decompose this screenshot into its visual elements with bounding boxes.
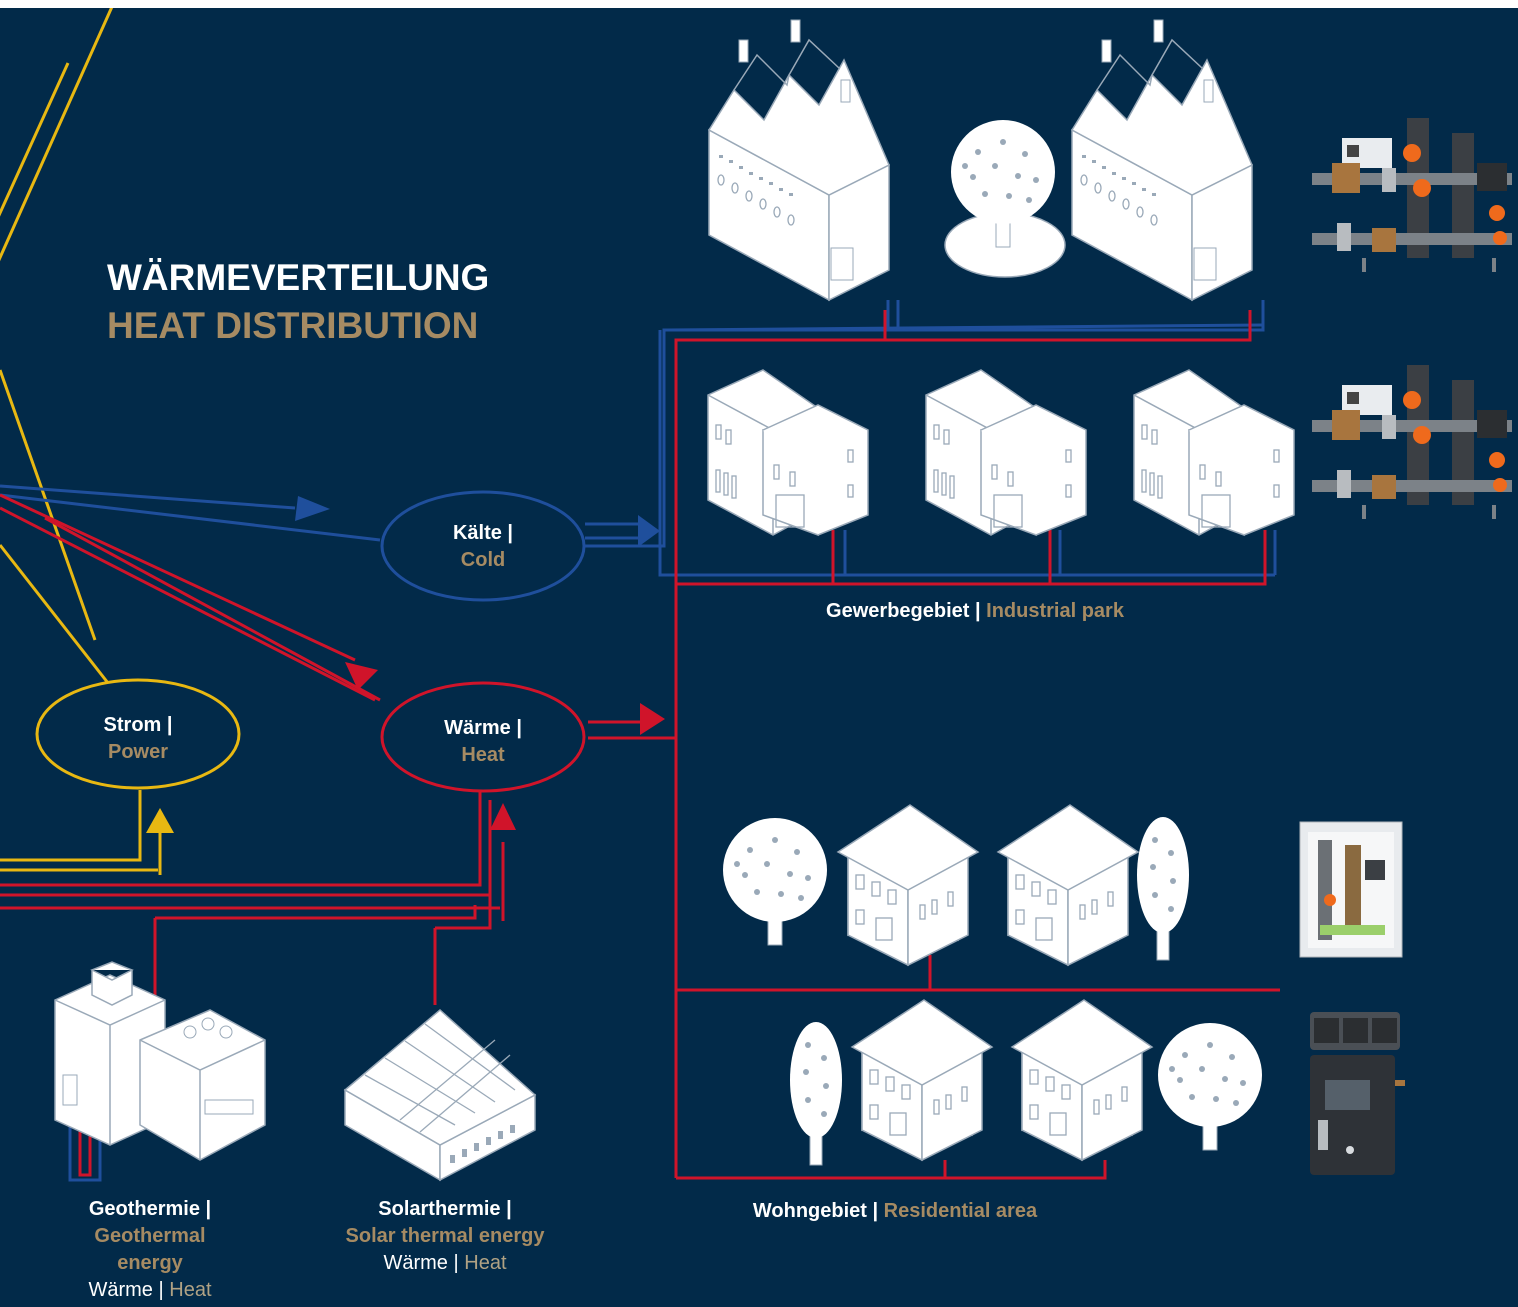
heat-arrow-out [640, 703, 665, 735]
heat-label-en: Heat [461, 744, 505, 766]
tree-icon [722, 817, 828, 946]
factory-icon [1071, 19, 1253, 301]
townhouse-icon [707, 369, 869, 536]
power-arrow [146, 808, 174, 833]
power-lines [0, 8, 162, 875]
solar-sub-de: Wärme | [383, 1252, 459, 1274]
tree-icon [1136, 816, 1190, 961]
cold-node-ellipse [380, 490, 586, 602]
house-icon [837, 804, 979, 966]
geothermal-label-en-1: Geothermal [94, 1225, 206, 1247]
diagram-canvas: WÄRMEVERTEILUNG HEAT DISTRIBUTION Kälte … [0, 8, 1518, 1307]
tree-icon [1157, 1022, 1263, 1151]
townhouse-icon [925, 369, 1087, 536]
residential-label-en: Residential area [883, 1200, 1038, 1222]
power-label-de: Strom | [103, 714, 173, 736]
solar-plant-icon [343, 1009, 537, 1182]
heat-node-ellipse [380, 681, 586, 793]
solar-label-de: Solarthermie | [378, 1198, 512, 1220]
heat-arrow-up [490, 803, 516, 830]
tree-icon [789, 1021, 843, 1166]
house-icon [851, 999, 993, 1161]
industrial-label-en: Industrial park [986, 600, 1124, 622]
heat-node-label: Wärme | Heat [423, 715, 543, 769]
factory-icon [708, 19, 890, 301]
geothermal-sub-en: Heat [169, 1279, 212, 1301]
geothermal-label-de: Geothermie | [88, 1198, 212, 1220]
heat-label-de: Wärme | [444, 717, 522, 739]
title-en: HEAT DISTRIBUTION [107, 305, 479, 346]
cold-arrow-out [638, 515, 660, 547]
title-de: WÄRMEVERTEILUNG [107, 257, 490, 298]
power-node-ellipse [35, 678, 241, 790]
heat-cabinet-icon [1299, 821, 1403, 958]
cold-arrow-in [295, 496, 330, 521]
residential-area-label: Wohngebiet | Residential area [700, 1198, 1090, 1225]
tree-icon [944, 119, 1066, 278]
townhouse-icon [1133, 369, 1295, 536]
cold-node-label: Kälte | Cold [423, 520, 543, 574]
heat-arrow-in [345, 662, 378, 690]
power-label-en: Power [107, 741, 169, 763]
network-diagram [0, 8, 1512, 1182]
geothermal-sub-de: Wärme | [88, 1279, 164, 1301]
house-icon [997, 804, 1139, 966]
residential-label-de: Wohngebiet | [752, 1200, 879, 1222]
industrial-label-de: Gewerbegebiet | [826, 600, 981, 622]
geothermal-label: Geothermie | Geothermal energy Wärme | H… [60, 1196, 240, 1304]
house-icon [1011, 999, 1153, 1161]
power-node-label: Strom | Power [78, 712, 198, 766]
solar-label: Solarthermie | Solar thermal energy Wärm… [315, 1196, 575, 1277]
transfer-station-icon [1312, 365, 1512, 519]
geothermal-plant-icon [54, 961, 266, 1161]
transfer-station-icon [1312, 118, 1512, 272]
industrial-park-label: Gewerbegebiet | Industrial park [760, 598, 1190, 625]
solar-label-en: Solar thermal energy [345, 1225, 545, 1247]
page-title: WÄRMEVERTEILUNG HEAT DISTRIBUTION [107, 254, 489, 350]
solar-sub-en: Heat [464, 1252, 507, 1274]
cold-label-en: Cold [460, 549, 506, 571]
cold-label-de: Kälte | [452, 522, 514, 544]
meter-unit-icon [1310, 1012, 1405, 1175]
cold-lines [0, 300, 1277, 1182]
heat-lines [0, 310, 1280, 1180]
geothermal-label-en-2: energy [117, 1252, 183, 1274]
